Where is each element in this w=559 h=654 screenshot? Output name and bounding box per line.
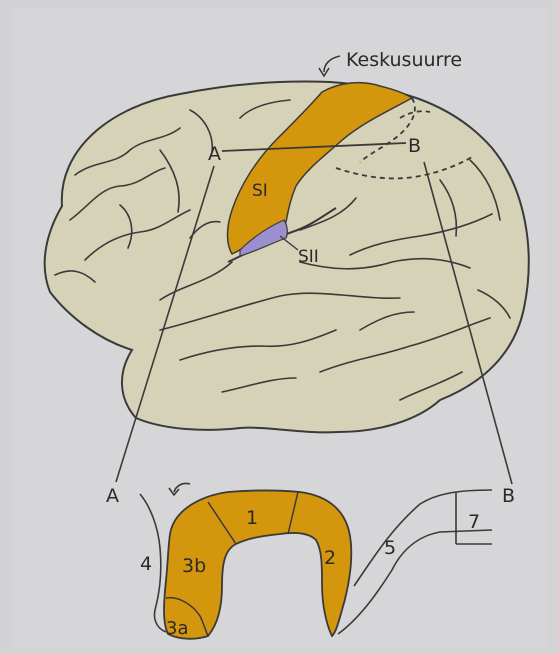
area-3a-label: 3a xyxy=(166,618,188,639)
central-sulcus-label: Keskusuurre xyxy=(346,49,462,71)
sii-label: SII xyxy=(298,247,319,267)
area-7-label: 7 xyxy=(468,511,480,533)
section-start-top-label: A xyxy=(208,143,221,165)
area-4-label: 4 xyxy=(140,553,152,575)
section-end-top-label: B xyxy=(408,135,421,157)
area-5-label: 5 xyxy=(384,537,396,559)
area-1-label: 1 xyxy=(246,507,258,529)
area-3b-label: 3b xyxy=(182,555,206,577)
si-label: SI xyxy=(252,181,268,201)
area-2-label: 2 xyxy=(324,547,336,569)
section-end-bottom-label: B xyxy=(502,485,515,507)
section-start-bottom-label: A xyxy=(106,485,119,507)
